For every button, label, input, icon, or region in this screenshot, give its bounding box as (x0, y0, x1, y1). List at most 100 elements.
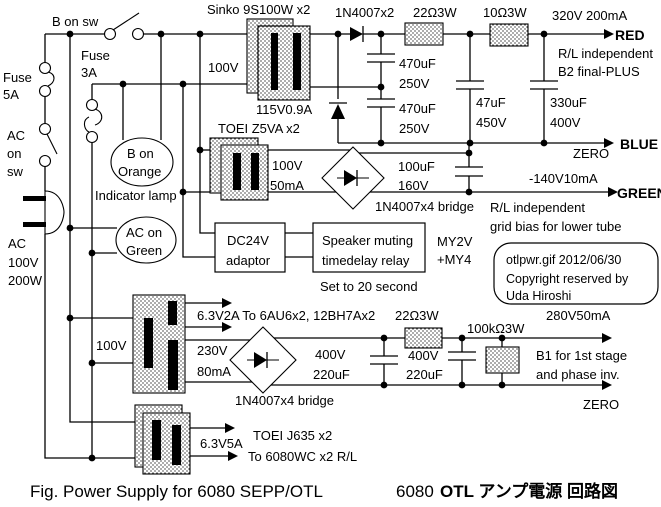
speaker-muting-relay-box (312, 222, 426, 273)
label-t4-to: To 6080WC x2 R/L (248, 449, 357, 464)
label-fuse5-1: Fuse (3, 70, 32, 85)
label-cap-220a-uf: 220uF (313, 367, 350, 382)
label-credit-1: otlpwr.gif 2012/06/30 (506, 253, 621, 267)
label-cap-220a-v: 400V (315, 347, 346, 362)
label-credit-2: Copyright reserved by (506, 272, 629, 286)
label-t3-primary: 100V (96, 338, 127, 353)
label-cap-100uf: 100uF (398, 159, 435, 174)
label-relay-note: Set to 20 second (320, 279, 418, 294)
lamp-b-on-orange (110, 137, 174, 187)
label-output-green: GREEN (617, 185, 661, 201)
label-fuse3-2: 3A (81, 65, 97, 80)
output-arrows (222, 29, 618, 461)
label-relay-2: timedelay relay (322, 253, 410, 268)
label-t4-heater: 6.3V5A (200, 436, 243, 451)
diode-1n4007-d2 (329, 102, 347, 119)
fuse-5a-symbol (38, 61, 55, 98)
label-output-blue: BLUE (620, 136, 658, 152)
label-cap-330uf: 330uF (550, 95, 587, 110)
caption-6080: 6080 (396, 482, 434, 501)
ac-plug (23, 190, 65, 235)
label-cap-470a-v: 250V (399, 76, 430, 91)
caption-english: Fig. Power Supply for 6080 SEPP/OTL (30, 482, 323, 501)
label-red-note2: B2 final-PLUS (558, 64, 640, 79)
label-bridge1: 1N4007x4 bridge (375, 199, 474, 214)
label-red-note1: R/L independent (558, 46, 653, 61)
label-t2-sec-a: 50mA (270, 178, 304, 193)
label-ac-sw-1: AC (7, 128, 25, 143)
label-zero-top: ZERO (573, 146, 609, 161)
label-t1-primary: 100V (208, 60, 239, 75)
label-lamp2-1: AC on (126, 225, 162, 240)
label-t2-sec-v: 100V (272, 158, 303, 173)
bridge-rectifier-bias (321, 146, 385, 210)
label-ac-in-2: 100V (8, 255, 39, 270)
label-b1-rating: 280V50mA (546, 308, 611, 323)
label-resistor-10ohm: 10Ω3W (483, 5, 527, 20)
label-fuse5-2: 5A (3, 87, 19, 102)
label-fuse3-1: Fuse (81, 48, 110, 63)
transformer-sinko-9s100w (246, 18, 311, 101)
label-cap-470b-uf: 470uF (399, 101, 436, 116)
label-b1-note1: B1 for 1st stage (536, 348, 627, 363)
junction-dots (66, 30, 548, 462)
label-t1-secondary: 115V0.9A (256, 102, 312, 117)
label-green-note1: R/L independent (490, 200, 585, 215)
caption-otl-jp: OTL アンプ電源 回路図 (440, 481, 618, 501)
label-b1-note2: and phase inv. (536, 367, 620, 382)
label-lamp1-2: Orange (118, 164, 161, 179)
label-bridge2: 1N4007x4 bridge (235, 393, 334, 408)
copyright-bubble (493, 242, 659, 305)
capacitor-plates (367, 53, 558, 365)
transformer-toei-z5va (209, 137, 269, 201)
bridge-rectifier-b1 (229, 326, 297, 394)
resistor-22ohm-top (404, 22, 444, 46)
label-relay-model-1: MY2V (437, 234, 473, 249)
label-output-red: RED (615, 27, 645, 43)
label-transformer-j635: TOEI J635 x2 (253, 428, 332, 443)
label-green-note2: grid bias for lower tube (490, 219, 622, 234)
wires (44, 12, 608, 459)
transformer-heater-100v (132, 294, 186, 394)
label-green-rating: -140V10mA (529, 171, 598, 186)
label-heater1: 6.3V2A To 6AU6x2, 12BH7Ax2 (197, 308, 375, 323)
resistor-10ohm (489, 23, 529, 47)
label-lamp1-1: B on (127, 146, 154, 161)
label-cap-330uf-v: 400V (550, 115, 581, 130)
label-ac-sw-2: on (7, 146, 21, 161)
label-ac-in-1: AC (8, 236, 26, 251)
label-cap-220b-uf: 220uF (406, 367, 443, 382)
label-relay-model-2: +MY4 (437, 252, 471, 267)
b-on-switch (103, 27, 145, 41)
lamp-ac-on-green (115, 216, 177, 264)
label-resistor-22ohm-top: 22Ω3W (413, 5, 457, 20)
label-cap-470b-v: 250V (399, 121, 430, 136)
label-adaptor-1: DC24V (227, 233, 269, 248)
label-ac-in-3: 200W (8, 273, 43, 288)
label-diodes-1n4007x2: 1N4007x2 (335, 5, 394, 20)
ac-on-switch (38, 122, 58, 168)
label-credit-3: Uda Hiroshi (506, 289, 571, 303)
label-t3-sec-a: 80mA (197, 364, 231, 379)
diode-1n4007-d1 (350, 26, 364, 42)
fuse-3a-symbol (83, 98, 103, 144)
transformer-toei-j635 (134, 404, 191, 475)
label-transformer-sinko: Sinko 9S100W x2 (207, 2, 310, 17)
label-cap-100uf-v: 160V (398, 178, 429, 193)
resistor-100k (485, 346, 520, 374)
label-adaptor-2: adaptor (226, 253, 271, 268)
label-cap-470a-uf: 470uF (399, 56, 436, 71)
dc24v-adaptor-box (214, 222, 286, 273)
label-transformer-z5va: TOEI Z5VA x2 (218, 121, 300, 136)
label-resistor-100k: 100kΩ3W (467, 321, 525, 336)
label-t3-sec-v: 230V (197, 343, 228, 358)
label-cap-220b-v: 400V (408, 348, 439, 363)
label-indicator-lamp: Indicator lamp (95, 188, 177, 203)
label-red-rating: 320V 200mA (552, 8, 627, 23)
label-cap-47uf-v: 450V (476, 115, 507, 130)
label-zero-bottom: ZERO (583, 397, 619, 412)
label-cap-47uf: 47uF (476, 95, 506, 110)
label-b-on-sw: B on sw (52, 14, 99, 29)
label-resistor-22ohm-bot: 22Ω3W (395, 308, 439, 323)
